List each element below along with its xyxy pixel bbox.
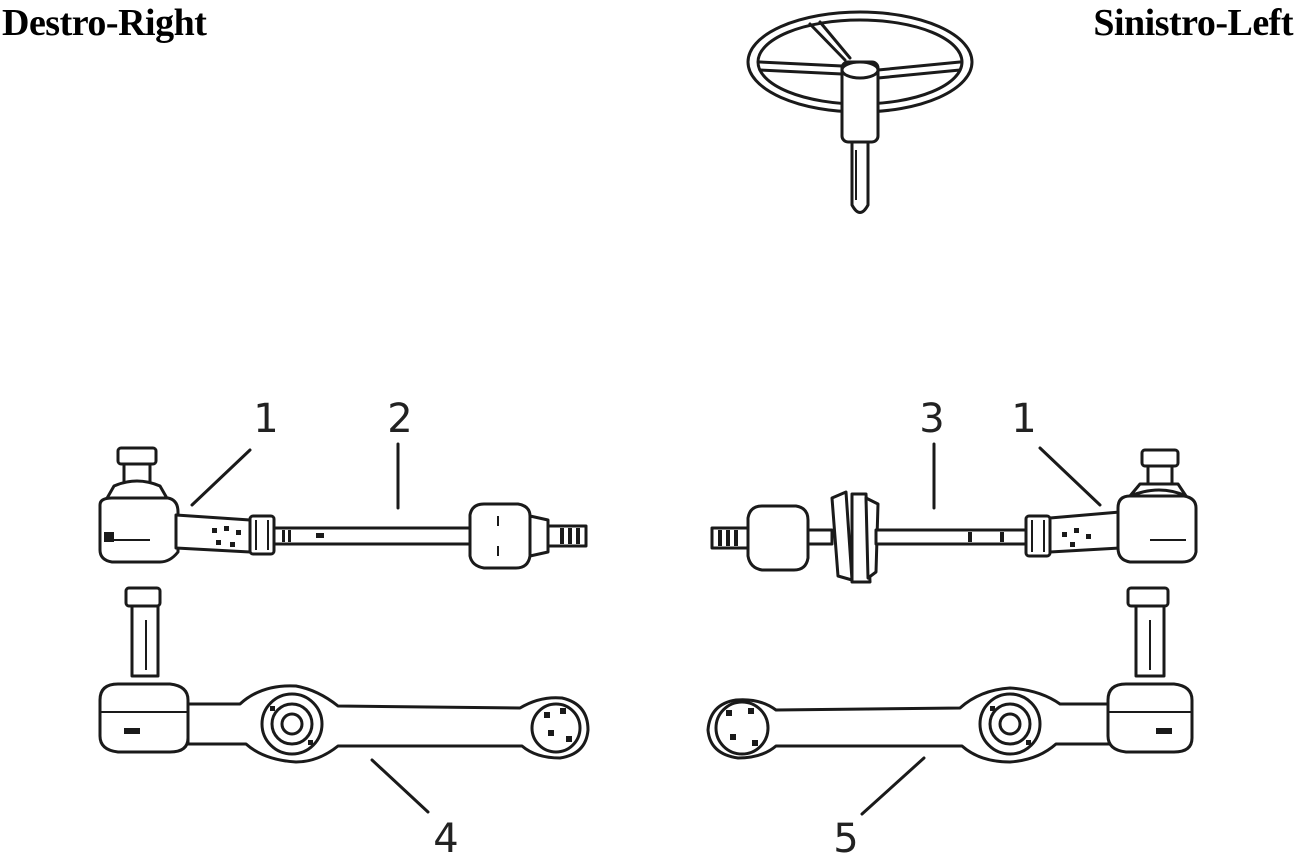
callout-3: 3 [919, 396, 944, 442]
steering-wheel-icon [746, 10, 974, 214]
tie-rod-right-assembly [98, 446, 588, 570]
title-sinistro-left: Sinistro-Left [1093, 2, 1293, 44]
tie-rod-left-assembly [710, 448, 1198, 584]
callout-1-right: 1 [253, 396, 278, 442]
callout-2: 2 [387, 396, 412, 442]
leader-lines [190, 442, 1102, 816]
callout-5: 5 [833, 816, 858, 860]
control-arm-left-assembly [706, 586, 1194, 764]
title-destro-right: Destro-Right [2, 2, 207, 44]
callout-4: 4 [433, 816, 458, 860]
control-arm-right-assembly [98, 586, 590, 764]
callout-1-left: 1 [1011, 396, 1036, 442]
